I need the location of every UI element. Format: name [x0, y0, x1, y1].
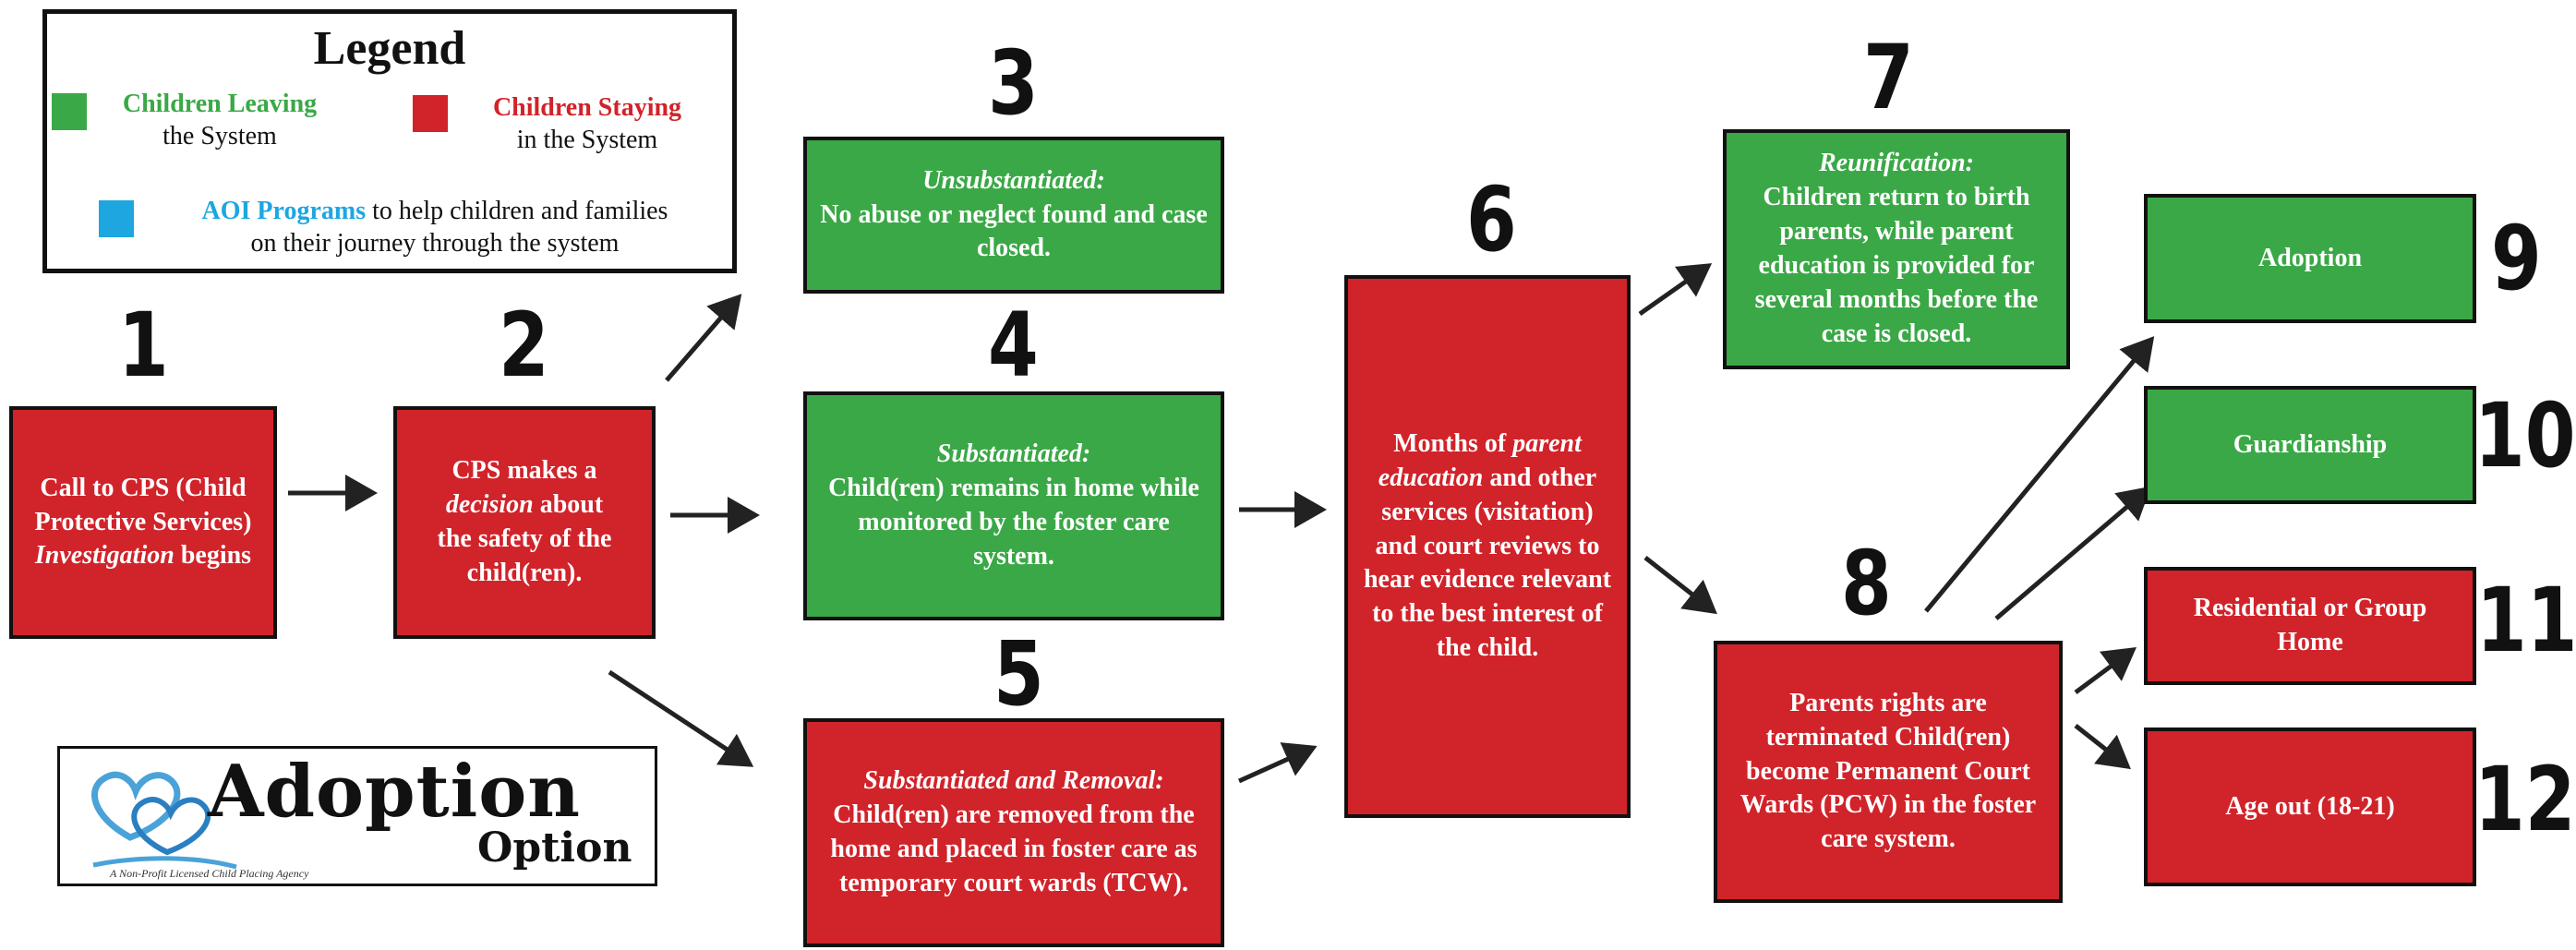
step-11-label: Residential or Group Home: [2193, 594, 2427, 656]
step-4-substantiated: Substantiated: Child(ren) remains in hom…: [803, 391, 1224, 620]
step-1-line-2: Protective Services): [34, 507, 252, 536]
step-2-line-2: decision about: [446, 488, 603, 523]
step-number-12: 12: [2474, 748, 2576, 851]
arrow-2-to-3: [665, 294, 742, 382]
arrow-8-to-10: [1994, 486, 2151, 620]
logo-name-2: Option: [477, 824, 632, 872]
step-9-label: Adoption: [2257, 243, 2363, 272]
legend-leaving-head: Children Leaving: [122, 90, 318, 118]
logo-tagline: A Non-Profit Licensed Child Placing Agen…: [110, 867, 309, 880]
step-3-body: No abuse or neglect found and case close…: [820, 199, 1208, 263]
arrow-2-to-5: [608, 669, 754, 767]
legend-aoi-tail-2: on their journey through the system: [250, 229, 620, 258]
step-5-body: Child(ren) are removed from the home and…: [830, 800, 1198, 897]
step-6-em-2: education: [1378, 463, 1484, 492]
step-5-head: Substantiated and Removal:: [863, 766, 1164, 796]
step-number-7: 7: [1863, 26, 1914, 129]
adoption-option-logo: Adoption Option A Non-Profit Licensed Ch…: [57, 746, 657, 886]
step-6-pre: Months of: [1393, 428, 1513, 458]
step-2-rest: about: [533, 490, 604, 520]
step-7-body: Children return to birth parents, while …: [1754, 183, 2039, 348]
legend-aoi: AOI Programs to help children and famili…: [149, 195, 721, 259]
step-1-em: Investigation: [34, 541, 175, 571]
arrow-8-to-11: [2074, 647, 2137, 695]
hearts-logo-icon: [90, 771, 237, 870]
step-6-text: Months of parent education and other ser…: [1361, 427, 1614, 667]
step-1-line-1: Call to CPS (Child: [40, 473, 247, 502]
legend-swatch-staying: [413, 95, 448, 132]
arrow-5-to-6: [1237, 742, 1318, 784]
step-5-substantiated-removal: Substantiated and Removal: Child(ren) ar…: [803, 718, 1224, 947]
arrow-8-to-12: [2074, 724, 2131, 770]
step-6-em-1: parent: [1512, 428, 1582, 458]
step-12-label: Age out (18-21): [2225, 791, 2395, 821]
step-1-call-to-cps: Call to CPS (Child Protective Services) …: [9, 406, 277, 639]
step-2-em: decision: [445, 490, 534, 520]
step-3-unsubstantiated: Unsubstantiated: No abuse or neglect fou…: [803, 137, 1224, 294]
legend-swatch-leaving: [52, 93, 87, 130]
legend-title: Legend: [313, 22, 466, 75]
step-number-11: 11: [2476, 569, 2576, 672]
logo-name-1: Adoption: [208, 750, 582, 834]
legend-leaving: Children Leaving the System: [95, 88, 344, 152]
step-number-8: 8: [1841, 532, 1892, 635]
step-number-5: 5: [993, 622, 1044, 726]
legend-aoi-tail-1: to help children and families: [372, 197, 668, 225]
legend-staying: Children Staying in the System: [463, 91, 712, 156]
step-number-10: 10: [2474, 384, 2576, 487]
step-number-6: 6: [1466, 168, 1517, 271]
legend-swatch-aoi: [99, 200, 134, 237]
step-number-9: 9: [2491, 207, 2542, 310]
step-9-adoption: Adoption: [2144, 194, 2476, 323]
step-1-rest: begins: [174, 541, 252, 571]
step-2-line-4: child(ren).: [466, 558, 583, 587]
step-6-body: and other services (visitation) and cour…: [1363, 463, 1611, 663]
arrow-6-to-8: [1643, 556, 1717, 615]
arrow-8-to-9: [1924, 336, 2155, 613]
step-11-residential-group-home: Residential or Group Home: [2144, 567, 2476, 685]
step-4-body: Child(ren) remains in home while monitor…: [828, 474, 1199, 571]
legend-staying-head: Children Staying: [492, 93, 682, 122]
step-2-line-3: the safety of the: [437, 524, 612, 553]
step-10-label: Guardianship: [2233, 429, 2388, 459]
arrow-6-to-7: [1638, 263, 1713, 317]
step-7-head: Reunification:: [1818, 149, 1974, 178]
step-6-parent-education: Months of parent education and other ser…: [1344, 275, 1631, 818]
step-8-parents-rights-terminated: Parents rights are terminated Child(ren)…: [1714, 641, 2063, 903]
step-number-4: 4: [988, 294, 1039, 397]
legend: Legend Children Leaving the System Child…: [42, 9, 737, 273]
legend-aoi-head: AOI Programs: [201, 197, 367, 225]
step-7-reunification: Reunification: Children return to birth …: [1723, 129, 2070, 369]
step-number-1: 1: [118, 294, 169, 397]
step-2-cps-decision: CPS makes a decision about the safety of…: [393, 406, 656, 639]
step-4-head: Substantiated:: [936, 439, 1091, 469]
legend-leaving-tail: the System: [163, 122, 277, 150]
step-10-guardianship: Guardianship: [2144, 386, 2476, 504]
step-12-age-out: Age out (18-21): [2144, 728, 2476, 886]
step-1-line-3: Investigation begins: [35, 539, 251, 573]
step-3-head: Unsubstantiated:: [922, 165, 1105, 195]
legend-staying-tail: in the System: [516, 126, 658, 154]
step-8-body: Parents rights are terminated Child(ren)…: [1739, 688, 2037, 854]
step-number-2: 2: [499, 294, 549, 397]
step-2-line-1: CPS makes a: [451, 456, 597, 486]
step-number-3: 3: [988, 31, 1039, 135]
